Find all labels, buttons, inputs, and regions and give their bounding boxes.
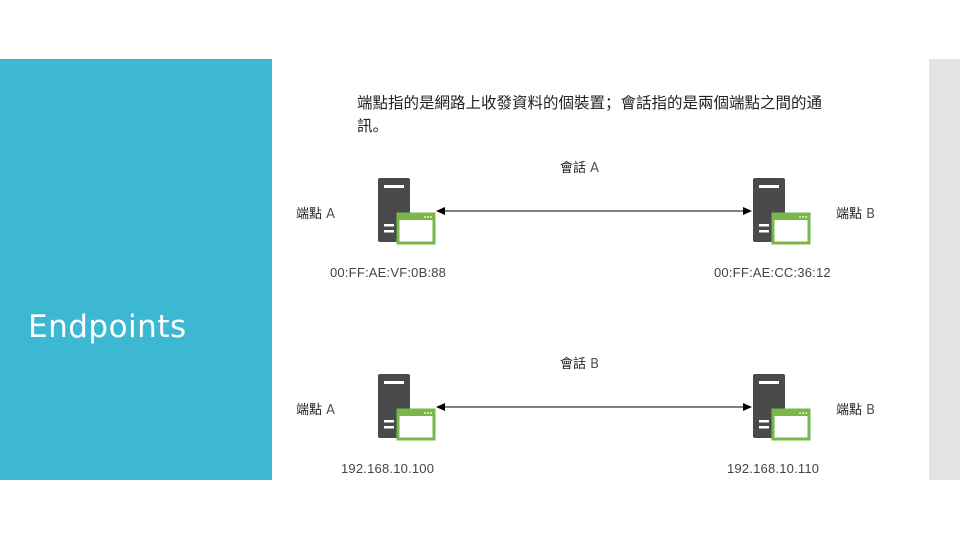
server-icon xyxy=(376,176,438,248)
endpoint-label-b1-suffix: B xyxy=(862,207,876,222)
endpoint-address-b2: 192.168.10.110 xyxy=(727,461,820,476)
server-icon xyxy=(376,372,438,444)
endpoint-address-a2: 192.168.10.100 xyxy=(341,461,435,476)
endpoint-label-b2: 端點 B xyxy=(836,399,875,418)
endpoint-label-b2-suffix: B xyxy=(862,403,876,418)
endpoint-label-a2-prefix: 端點 xyxy=(296,403,323,418)
slide-title: Endpoints xyxy=(28,309,187,345)
endpoint-label-a2-suffix: A xyxy=(322,403,336,418)
session-label-a-prefix: 會話 xyxy=(560,161,587,176)
server-icon xyxy=(751,372,813,444)
endpoint-address-a1: 00:FF:AE:VF:0B:88 xyxy=(330,265,447,280)
endpoint-label-b2-prefix: 端點 xyxy=(836,403,863,418)
title-panel: Endpoints xyxy=(0,59,272,480)
endpoint-label-a1-suffix: A xyxy=(322,207,336,222)
endpoint-label-a1: 端點 A xyxy=(296,203,335,222)
right-margin-bar xyxy=(929,59,960,480)
connection-arrow-b xyxy=(436,403,752,411)
endpoint-label-a2: 端點 A xyxy=(296,399,335,418)
session-label-b-prefix: 會話 xyxy=(560,357,587,372)
endpoint-address-b1: 00:FF:AE:CC:36:12 xyxy=(714,265,831,280)
connection-arrow-a xyxy=(436,207,752,215)
session-label-b: 會話 B xyxy=(560,353,599,372)
description-text: 端點指的是網路上收發資料的個裝置；會話指的是兩個端點之間的通訊。 xyxy=(357,94,823,135)
endpoint-label-b1-prefix: 端點 xyxy=(836,207,863,222)
session-label-b-suffix: B xyxy=(586,357,600,372)
endpoint-label-a1-prefix: 端點 xyxy=(296,207,323,222)
session-label-a-suffix: A xyxy=(586,161,600,176)
endpoint-label-b1: 端點 B xyxy=(836,203,875,222)
session-label-a: 會話 A xyxy=(560,157,599,176)
server-icon xyxy=(751,176,813,248)
